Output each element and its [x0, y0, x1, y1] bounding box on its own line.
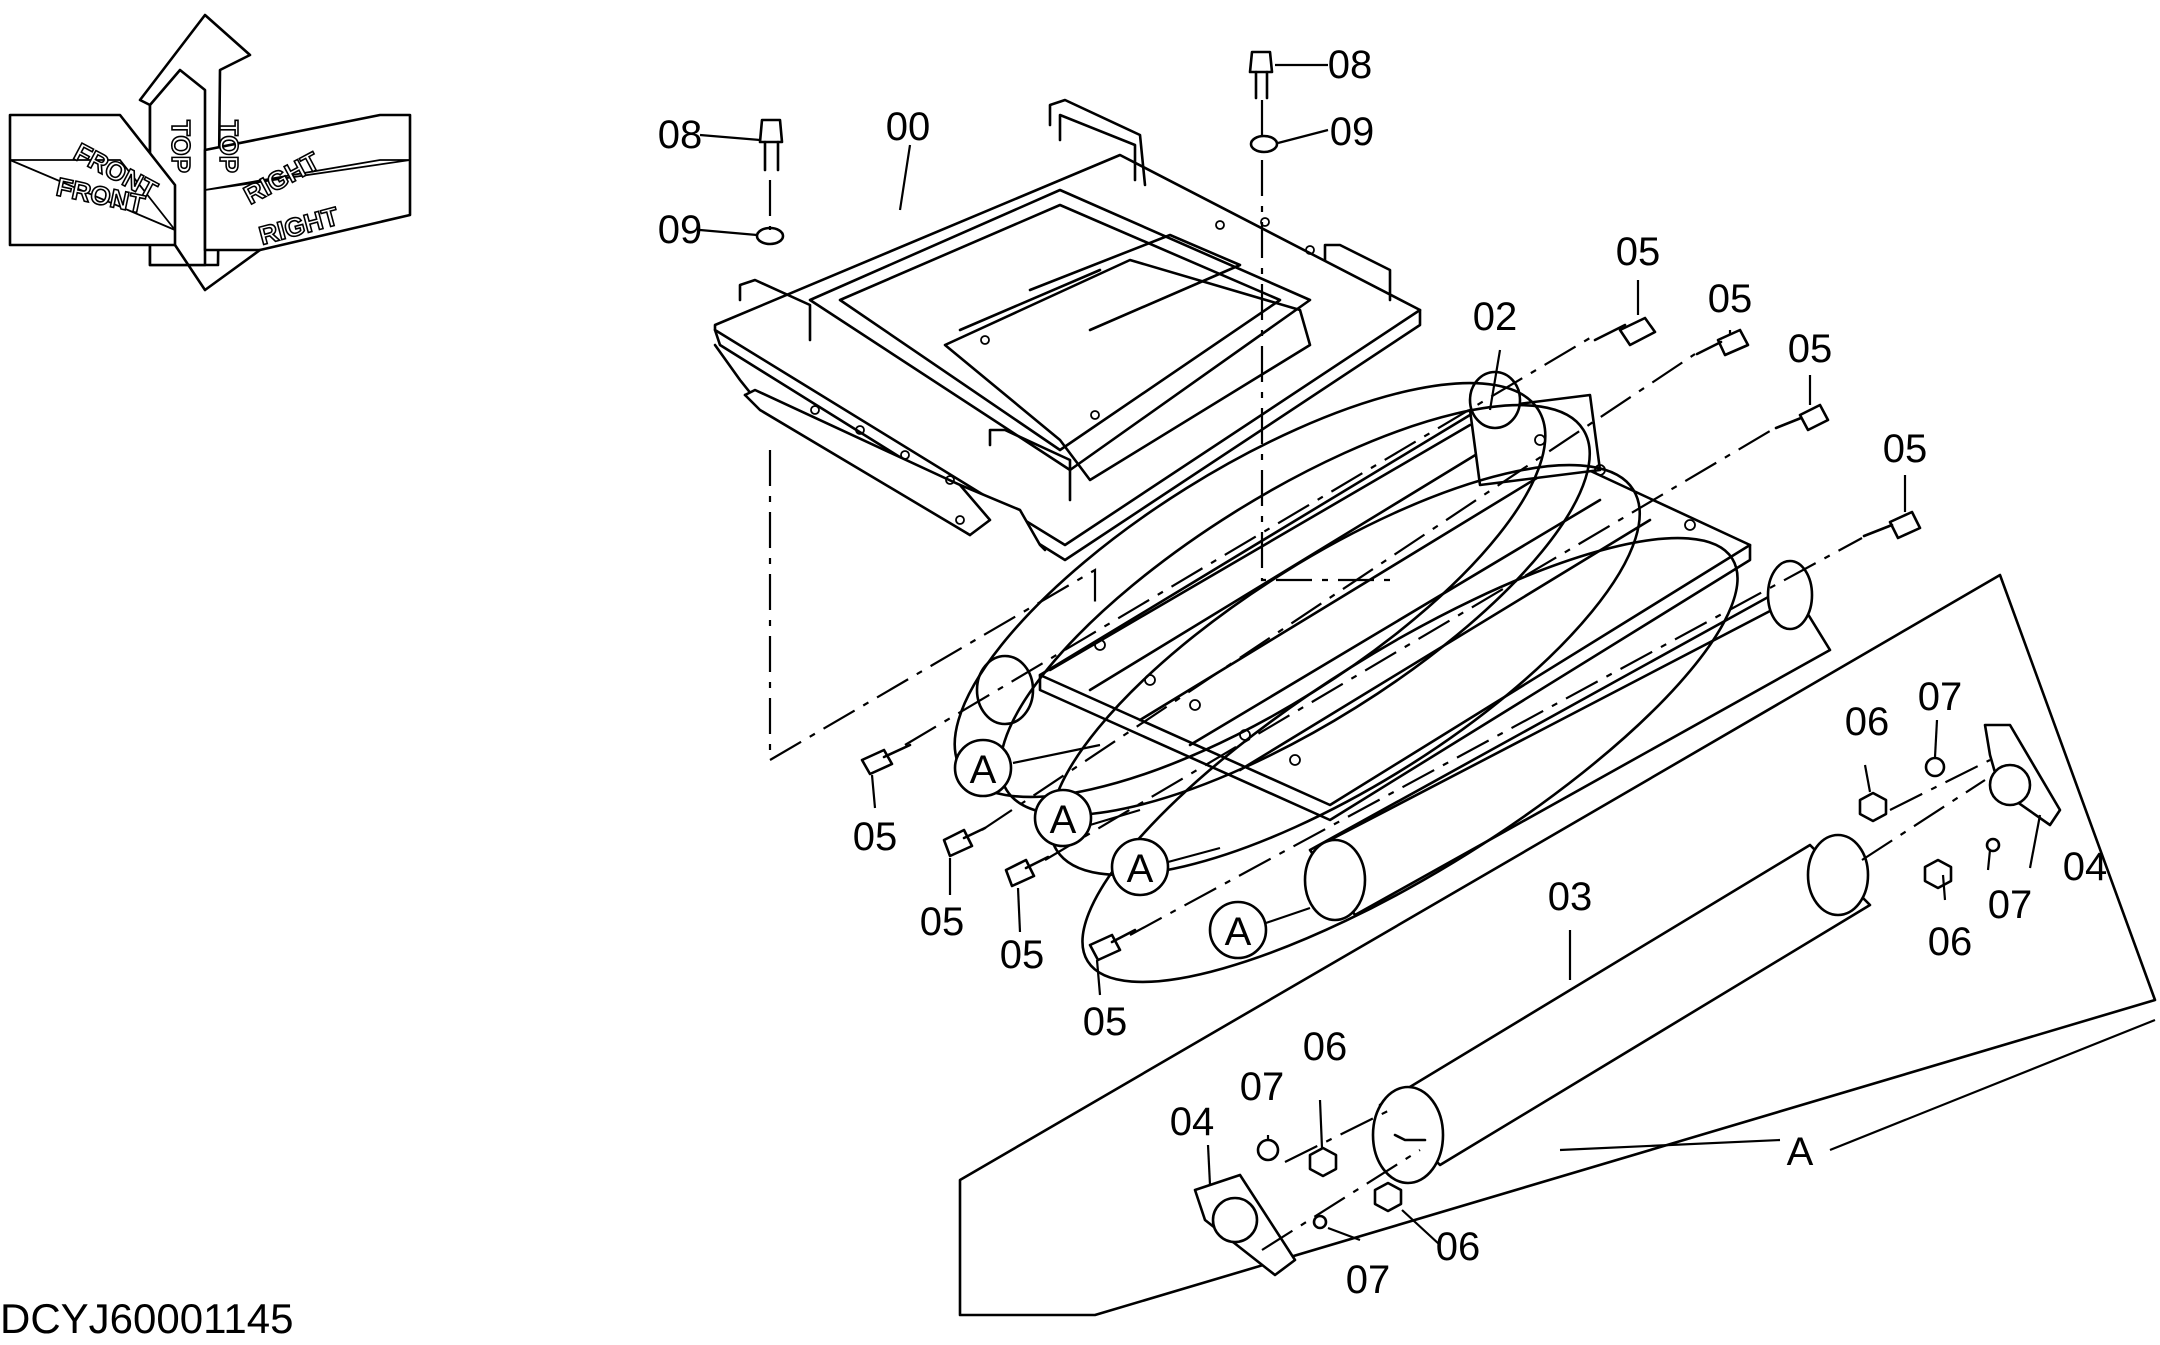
label-07-a: 07 [1918, 675, 1963, 719]
detail-a-box [958, 573, 2157, 1317]
label-06-c: 06 [1303, 1025, 1348, 1069]
orientation-top-label: TOP [166, 120, 196, 173]
label-04-right: 04 [2063, 845, 2108, 889]
label-02: 02 [1473, 295, 1518, 339]
label-05-e: 05 [853, 815, 898, 859]
drawing-code: DCYJ60001145 [0, 1295, 293, 1342]
callout-circle-a-3 [1110, 837, 1170, 897]
seat-frame-part-00 [713, 98, 1422, 562]
label-08-left: 08 [658, 113, 703, 157]
label-00: 00 [886, 105, 931, 149]
label-06-a: 06 [1845, 700, 1890, 744]
label-09-right: 09 [1330, 110, 1375, 154]
orientation-indicator: TOP TOP FRONT FRONT RIGHT RIGHT [8, 13, 412, 292]
label-06-d: 06 [1436, 1225, 1481, 1269]
detail-a-label: A [1787, 1130, 1814, 1174]
label-06-b: 06 [1928, 920, 1973, 964]
label-05-h: 05 [1083, 1000, 1128, 1044]
label-07-d: 07 [1346, 1258, 1391, 1302]
label-08-right: 08 [1328, 43, 1373, 87]
label-05-g: 05 [1000, 933, 1045, 977]
label-05-d: 05 [1883, 427, 1928, 471]
orientation-top-label-2: TOP [214, 120, 244, 173]
label-05-a: 05 [1616, 230, 1661, 274]
callout-a-2: A [1050, 798, 1077, 842]
label-05-c: 05 [1788, 327, 1833, 371]
label-07-b: 07 [1988, 883, 2033, 927]
label-07-c: 07 [1240, 1065, 1285, 1109]
callout-a-4: A [1225, 910, 1252, 954]
callout-circle-a-1 [953, 738, 1013, 798]
label-09-left: 09 [658, 208, 703, 252]
label-05-b: 05 [1708, 277, 1753, 321]
detail-a-callouts: A A A A A [953, 738, 1814, 1174]
label-05-f: 05 [920, 900, 965, 944]
part-labels: 00 08 09 08 09 02 05 05 05 05 05 05 05 0… [658, 43, 2108, 1302]
fasteners [755, 50, 1922, 962]
slide-rail-part-02 [953, 370, 1832, 984]
callout-circle-a-2 [1033, 788, 1093, 848]
label-04-left: 04 [1170, 1100, 1215, 1144]
label-03: 03 [1548, 875, 1593, 919]
callout-circle-a-4 [1208, 900, 1268, 960]
callout-a-1: A [970, 748, 997, 792]
leader-lines [699, 63, 2156, 1246]
alignment-lines [768, 100, 1991, 1251]
callout-a-3: A [1127, 847, 1154, 891]
